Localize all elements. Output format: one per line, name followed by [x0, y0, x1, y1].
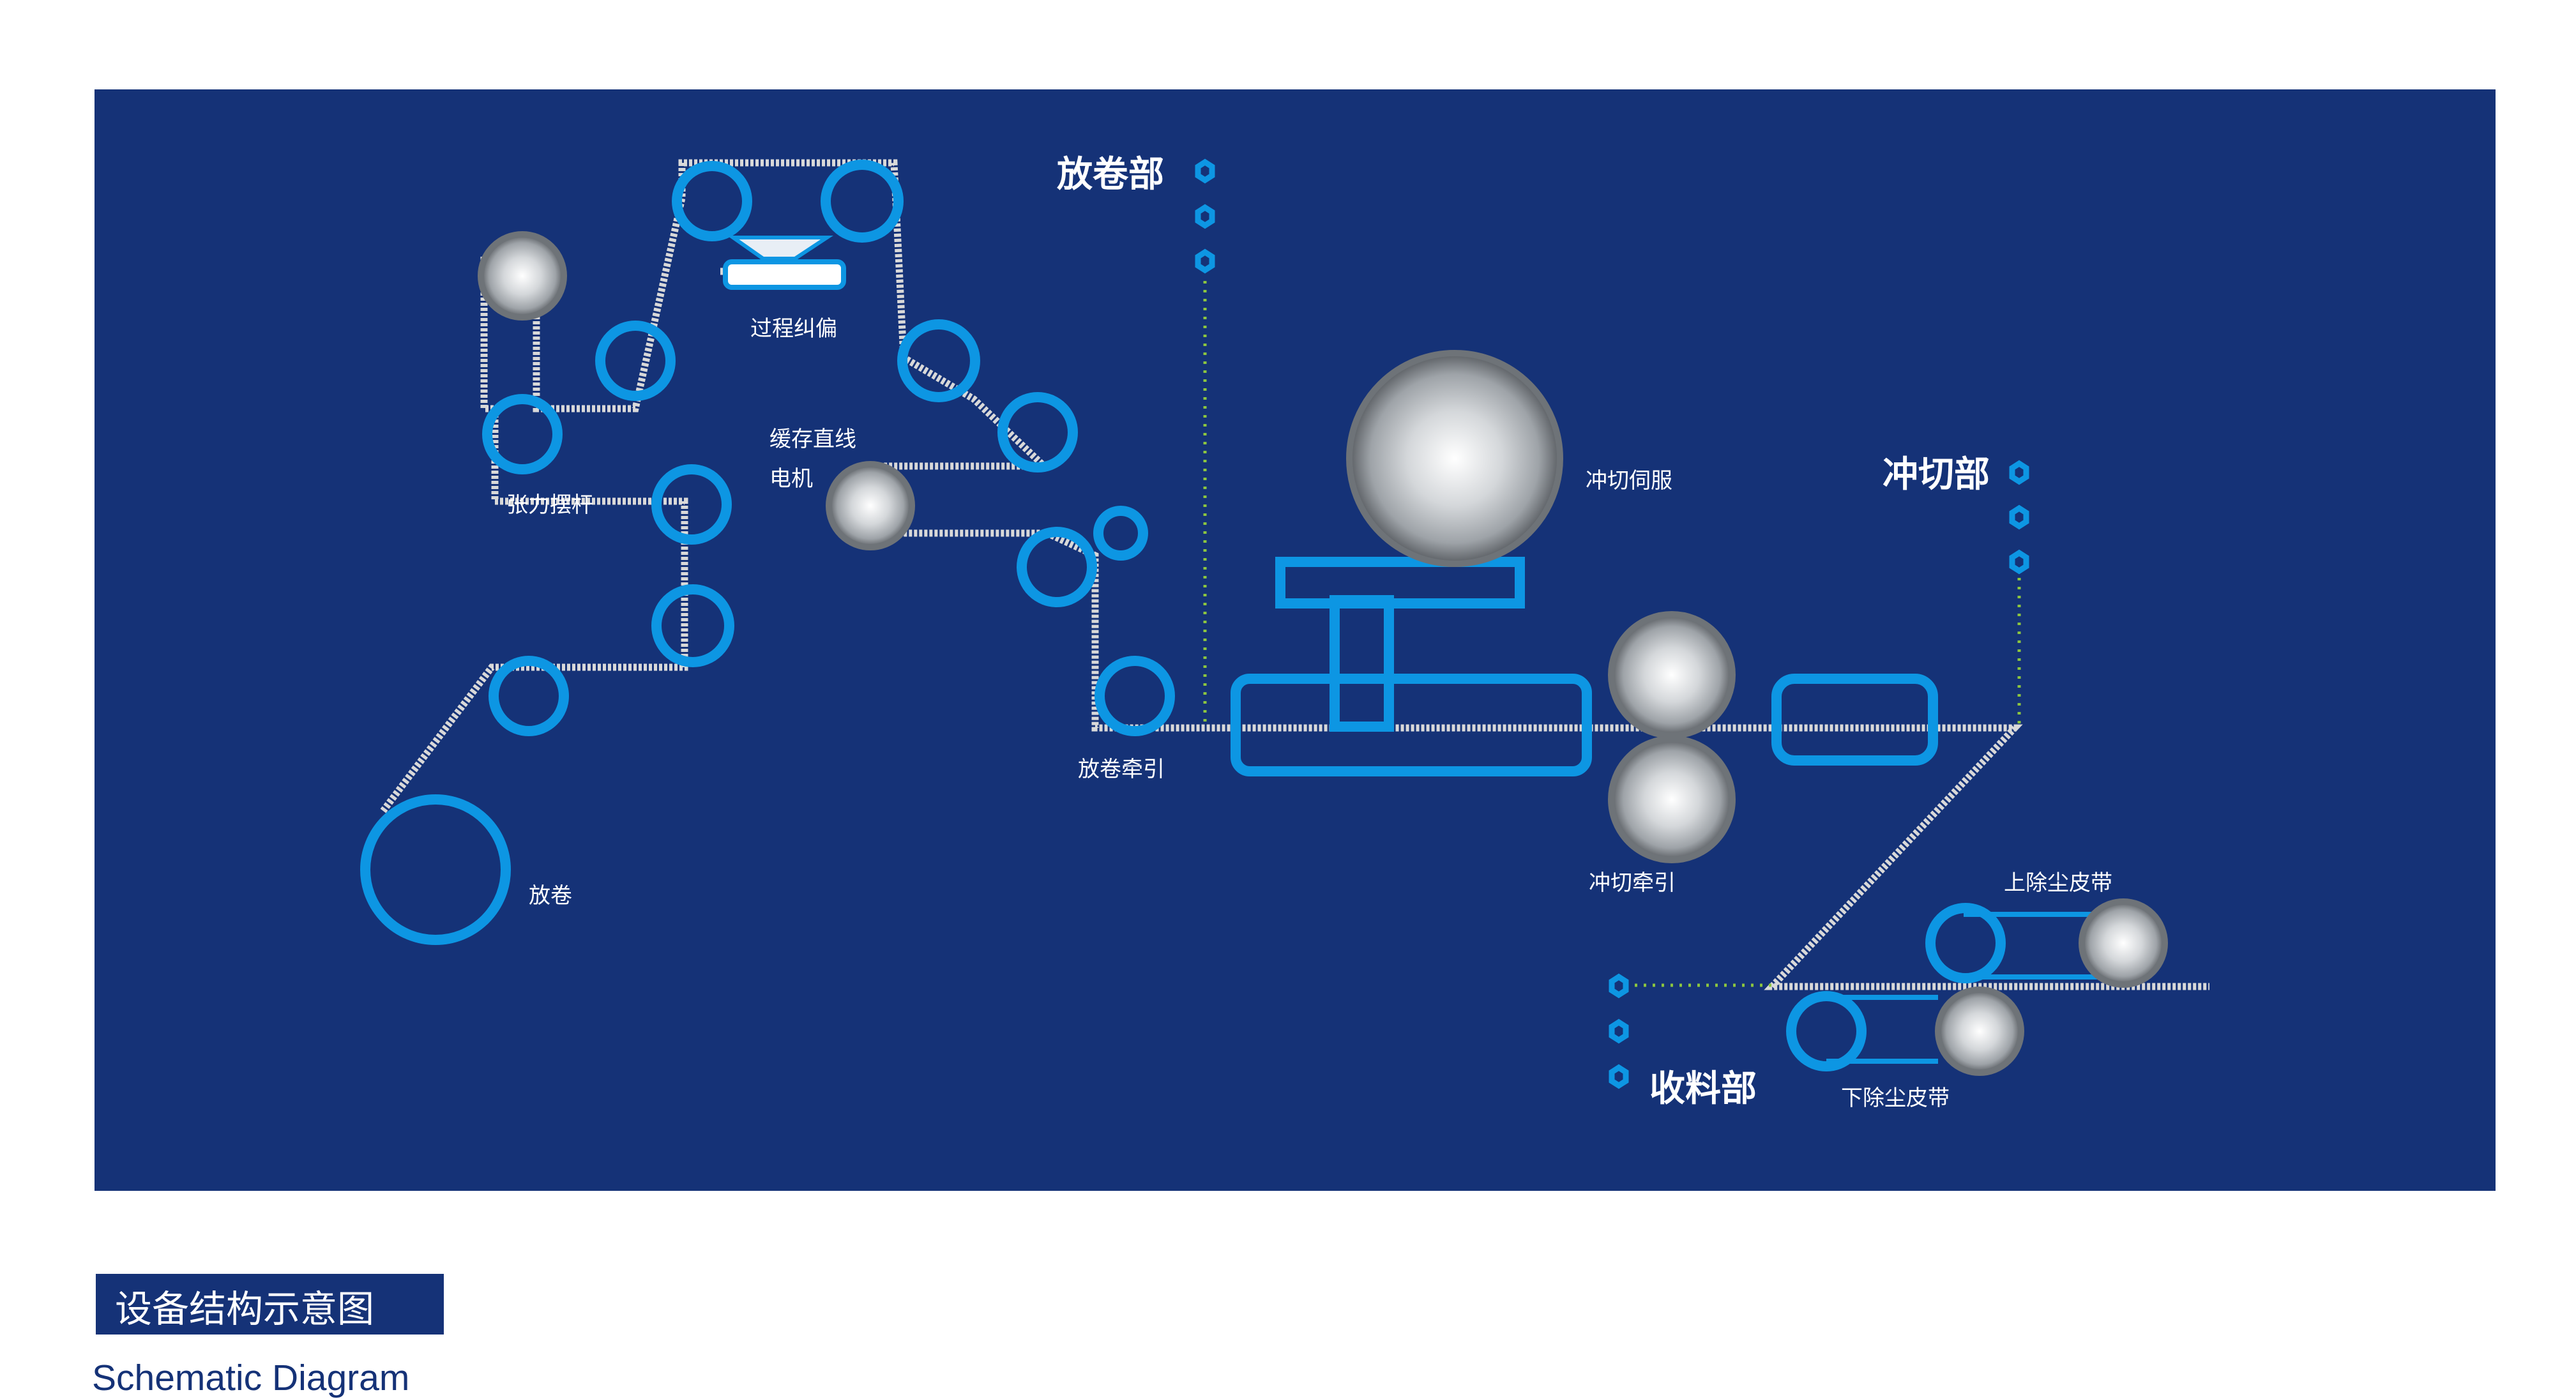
label-upper-dust-belt: 上除尘皮带 [2004, 870, 2112, 896]
caption-title-cn: 设备结构示意图 [115, 1287, 375, 1331]
roller [821, 160, 904, 243]
roller [651, 464, 732, 545]
caption-box [96, 1274, 444, 1335]
web-path [380, 159, 2209, 990]
roller [672, 161, 752, 241]
roller [1786, 991, 1867, 1071]
roller [1017, 527, 1097, 607]
roller [595, 321, 676, 401]
blue-rollers [360, 160, 2006, 1071]
label-buffer-motor-line2: 电机 [769, 466, 813, 492]
roller [1925, 903, 2006, 983]
label-buffer-motor-line1: 缓存直线 [769, 427, 856, 452]
section-title-unwind: 放卷部 [1057, 154, 1164, 195]
cutting-press [1231, 557, 1938, 776]
label-unwind-roll: 放卷 [529, 883, 572, 909]
roller [482, 394, 563, 474]
label-cutting-servo: 冲切伺服 [1586, 468, 1672, 494]
roller [1095, 656, 1175, 736]
roller [489, 656, 569, 736]
label-tension-dancer: 张力摆杆 [506, 492, 593, 518]
hexagon-marker-icon [1195, 158, 2029, 1089]
correction-device [723, 236, 846, 290]
section-title-cutting: 冲切部 [1883, 454, 1990, 495]
roller [1093, 506, 1148, 561]
label-unwind-traction: 放卷牵引 [1078, 757, 1165, 782]
unwind-roll [360, 794, 511, 945]
roller [651, 584, 734, 667]
caption-title-en: Schematic Diagram [92, 1357, 410, 1398]
roller [897, 319, 980, 402]
label-cutting-traction: 冲切牵引 [1589, 870, 1676, 896]
guide-lines [1203, 281, 2021, 987]
steel-roller-icon [478, 231, 2168, 1076]
label-process-correction: 过程纠偏 [750, 316, 837, 342]
roller [997, 392, 1078, 473]
section-title-rewind: 收料部 [1649, 1068, 1757, 1110]
label-lower-dust-belt: 下除尘皮带 [1841, 1085, 1950, 1111]
